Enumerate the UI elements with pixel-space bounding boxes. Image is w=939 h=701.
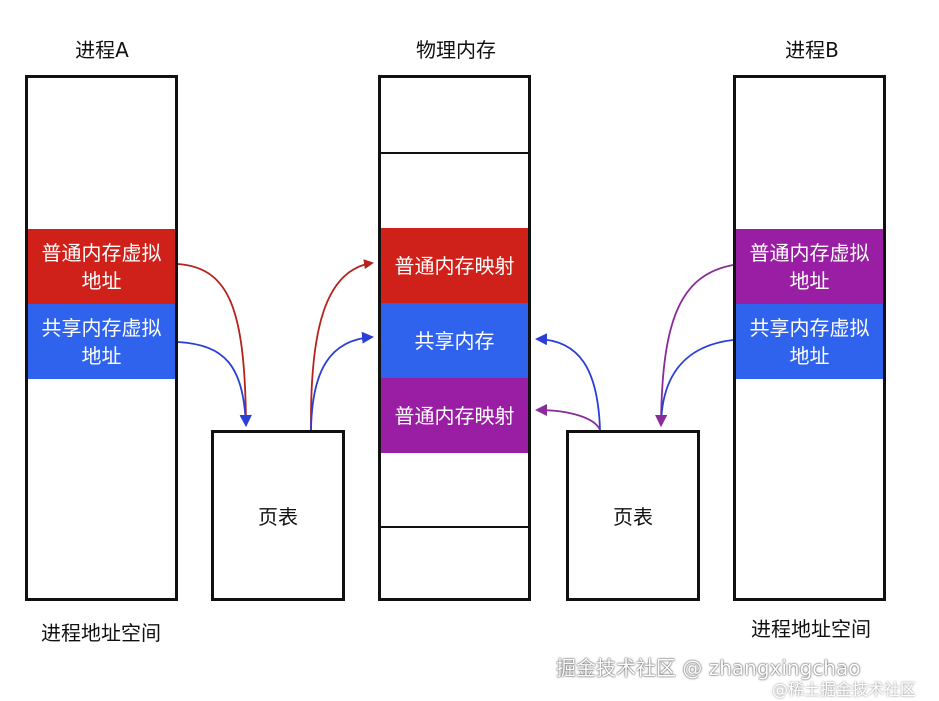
arrow-pagetable-b-to-normal-mapping (535, 404, 601, 431)
arrow-b-normal-to-pagetable (655, 264, 734, 427)
process-b-caption: 进程地址空间 (751, 617, 871, 641)
process-a-address-space: 普通内存虚拟 地址 共享内存虚拟 地址 (25, 75, 178, 601)
normal-memory-mapping-a: 普通内存映射 (381, 228, 528, 303)
arrow-a-normal-to-pagetable (177, 263, 252, 427)
page-table-b: 页表 (566, 430, 700, 601)
normal-memory-mapping-b: 普通内存映射 (381, 378, 528, 453)
memory-divider (381, 526, 528, 528)
watermark-sub: @稀土掘金技术社区 (772, 680, 917, 699)
physical-memory-column: 普通内存映射 共享内存 普通内存映射 (378, 75, 531, 601)
physical-memory-title: 物理内存 (416, 38, 496, 62)
process-b-address-space: 普通内存虚拟 地址 共享内存虚拟 地址 (733, 75, 886, 601)
process-a-caption: 进程地址空间 (41, 621, 161, 645)
process-a-shared-virtual-address: 共享内存虚拟 地址 (28, 304, 175, 379)
watermark-main: 掘金技术社区 @ zhangxingchao (556, 656, 861, 680)
shared-memory-block: 共享内存 (381, 303, 528, 378)
process-a-normal-virtual-address: 普通内存虚拟 地址 (28, 229, 175, 304)
page-table-a-label: 页表 (258, 505, 298, 529)
process-b-title: 进程B (785, 38, 839, 62)
memory-divider (381, 152, 528, 154)
process-b-shared-virtual-address: 共享内存虚拟 地址 (736, 304, 883, 379)
process-b-normal-virtual-address: 普通内存虚拟 地址 (736, 229, 883, 304)
arrow-pagetable-a-to-shared (310, 331, 374, 431)
arrow-pagetable-b-to-shared (535, 333, 601, 431)
arrow-b-shared-to-pagetable (655, 339, 734, 427)
process-a-title: 进程A (75, 38, 129, 62)
page-table-a: 页表 (211, 430, 345, 601)
arrow-a-shared-to-pagetable (177, 341, 252, 427)
arrow-pagetable-a-to-normal-mapping (310, 259, 374, 431)
page-table-b-label: 页表 (613, 505, 653, 529)
